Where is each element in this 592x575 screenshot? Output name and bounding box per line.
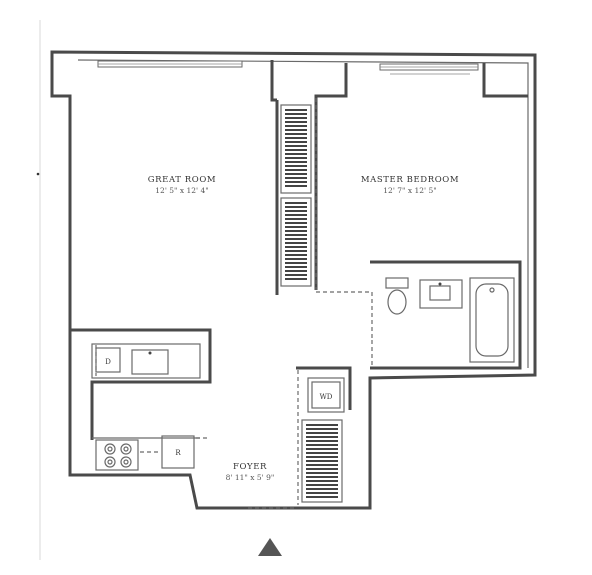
kitchen-wall	[70, 328, 212, 440]
right-column	[482, 63, 528, 98]
bathtub	[469, 277, 515, 363]
exterior-wall	[50, 50, 537, 510]
washer-dryer: WD	[307, 377, 345, 413]
margin-dot	[36, 172, 40, 176]
foyer-closet-wall	[296, 366, 352, 410]
master-bedroom-label: MASTER BEDROOM	[361, 175, 459, 185]
bathroom-vanity-sink	[419, 279, 463, 309]
wardrobe-closet-upper	[280, 104, 312, 194]
master-bedroom-dims: 12' 7" x 12' 5"	[383, 186, 436, 195]
great-room-column	[270, 60, 277, 102]
bedroom-column	[314, 63, 348, 290]
great-room-window	[97, 60, 243, 68]
stove	[95, 439, 139, 471]
foyer-dims: 8' 11" x 5' 9"	[226, 473, 275, 482]
foyer-label: FOYER	[233, 462, 267, 472]
toilet	[385, 277, 409, 315]
refrigerator: R	[161, 435, 195, 469]
great-room-dims: 12' 5" x 12' 4"	[155, 186, 208, 195]
washer-dryer-label: WD	[320, 393, 333, 401]
kitchen-sink	[131, 349, 169, 375]
wardrobe-closet-lower	[280, 197, 312, 287]
great-room-label: GREAT ROOM	[148, 175, 216, 185]
refrigerator-label: R	[175, 449, 181, 457]
bedroom-window	[379, 63, 479, 75]
dishwasher-label: D	[105, 358, 111, 366]
north-arrow-icon	[258, 538, 282, 556]
foyer-coat-closet	[301, 419, 343, 503]
dishwasher: D	[95, 347, 121, 373]
bathroom-wall	[370, 260, 522, 370]
kitchen-counter	[91, 343, 201, 379]
